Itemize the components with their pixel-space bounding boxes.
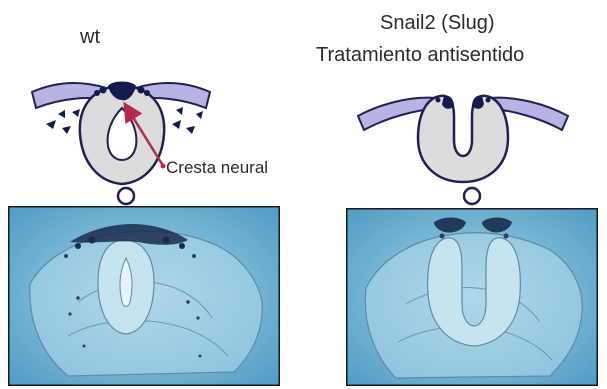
wt-migrating-cell bbox=[172, 120, 181, 129]
wt-migrating-cell bbox=[196, 111, 203, 119]
wt-micrograph bbox=[8, 206, 280, 386]
wt-notochord bbox=[118, 188, 134, 204]
snail2-neural-tube bbox=[418, 96, 508, 182]
wt-migrating-cell bbox=[72, 109, 80, 117]
wt-schematic bbox=[32, 82, 210, 205]
wt-migrating-cell bbox=[62, 126, 71, 134]
snail2-schematic bbox=[358, 96, 568, 204]
wt-migrating-cell bbox=[46, 120, 56, 129]
snail2-crest-left bbox=[442, 96, 454, 109]
wt-migrating-cell bbox=[58, 110, 65, 118]
wt-migrating-cell bbox=[186, 126, 195, 134]
snail2-crest-right bbox=[472, 96, 484, 109]
snail2-notochord bbox=[464, 188, 480, 204]
schematic-diagrams bbox=[0, 0, 607, 210]
snail2-micrograph bbox=[346, 208, 598, 386]
wt-migrating-cell bbox=[176, 107, 183, 115]
